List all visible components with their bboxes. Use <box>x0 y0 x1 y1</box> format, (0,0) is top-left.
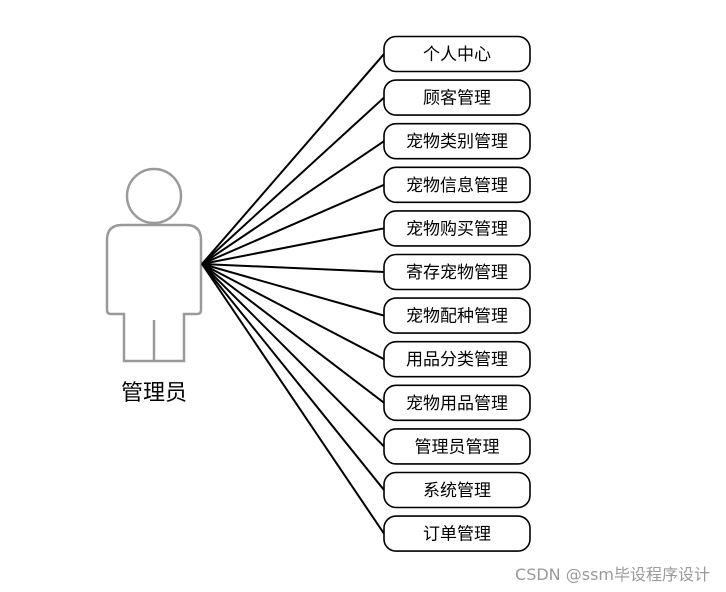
association-line <box>201 263 385 535</box>
use-case-box <box>383 253 531 291</box>
use-case-label: 宠物信息管理 <box>406 176 508 196</box>
use-case-item: 管理员管理 <box>383 428 531 465</box>
use-case-label: 宠物用品管理 <box>406 394 508 414</box>
use-case-item: 宠物类别管理 <box>383 122 531 160</box>
actor-head-icon <box>125 167 183 225</box>
use-case-item: 用品分类管理 <box>383 340 531 378</box>
use-case-item: 寄存宠物管理 <box>383 253 531 291</box>
association-line <box>201 263 385 404</box>
use-case-label: 系统管理 <box>423 481 491 501</box>
use-case-box <box>383 471 531 509</box>
actor-label: 管理员 <box>121 381 187 406</box>
use-case-item: 宠物信息管理 <box>383 166 531 204</box>
use-case-item: 顾客管理 <box>383 79 531 116</box>
use-case-box <box>383 35 531 73</box>
use-case-box <box>383 384 531 422</box>
association-line <box>201 140 385 265</box>
use-case-label: 顾客管理 <box>423 89 491 109</box>
use-case-label: 宠物类别管理 <box>406 132 508 152</box>
association-line <box>201 53 385 265</box>
use-case-box <box>383 122 531 160</box>
watermark-text: CSDN @ssm毕设程序设计 <box>515 565 710 584</box>
use-case-label: 宠物购买管理 <box>406 219 508 239</box>
use-case-label: 订单管理 <box>423 525 491 545</box>
association-line <box>201 263 385 273</box>
use-case-box <box>383 340 531 378</box>
use-case-box <box>383 79 531 116</box>
association-line <box>201 263 385 317</box>
use-case-item: 系统管理 <box>383 471 531 509</box>
use-case-list: 个人中心顾客管理宠物类别管理宠物信息管理宠物购买管理寄存宠物管理宠物配种管理用品… <box>383 35 531 552</box>
use-case-label: 宠物配种管理 <box>406 307 508 327</box>
use-case-item: 宠物用品管理 <box>383 384 531 422</box>
association-line <box>201 263 385 361</box>
association-lines <box>201 53 385 535</box>
use-case-label: 寄存宠物管理 <box>406 263 508 283</box>
association-line <box>201 227 385 265</box>
association-line <box>201 96 385 265</box>
use-case-box <box>383 428 531 465</box>
association-line <box>201 263 385 448</box>
use-case-box <box>383 166 531 204</box>
actor-body-icon <box>105 223 203 363</box>
association-line <box>201 263 385 491</box>
use-case-item: 个人中心 <box>383 35 531 73</box>
use-case-label: 个人中心 <box>423 45 491 65</box>
use-case-box <box>383 210 531 247</box>
use-case-label: 管理员管理 <box>415 437 500 457</box>
association-line <box>201 183 385 265</box>
use-case-item: 宠物配种管理 <box>383 297 531 334</box>
use-case-box <box>383 515 531 552</box>
use-case-box <box>383 297 531 334</box>
use-case-item: 宠物购买管理 <box>383 210 531 247</box>
use-case-item: 订单管理 <box>383 515 531 552</box>
use-case-label: 用品分类管理 <box>406 350 508 370</box>
actor-figure <box>105 167 203 363</box>
